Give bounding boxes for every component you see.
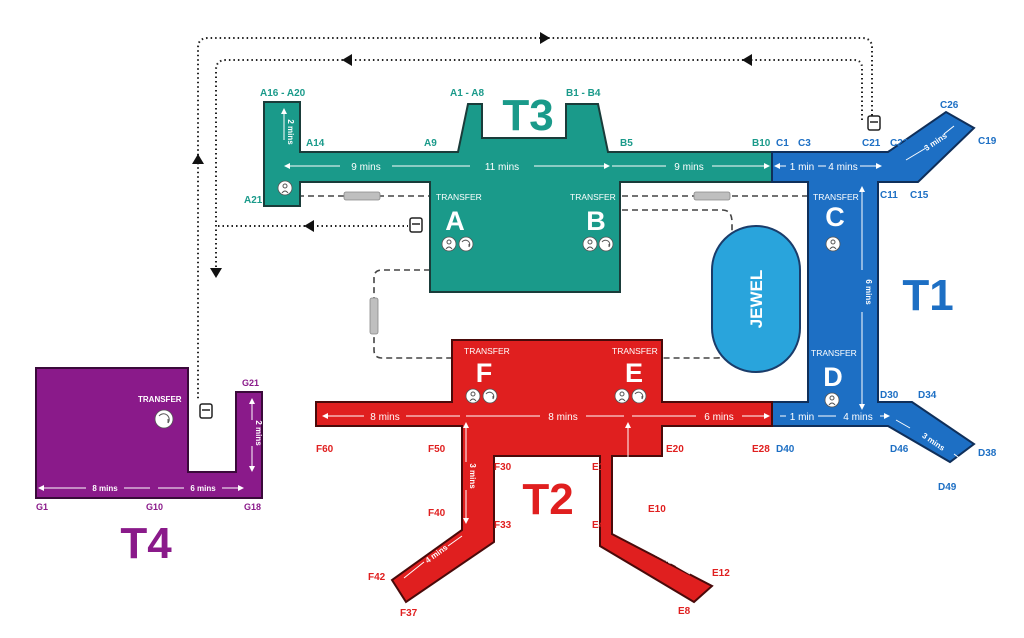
- transfer-icons: [154, 180, 841, 429]
- gate-label: E4: [592, 520, 605, 531]
- gate-label: D46: [890, 444, 909, 455]
- gate-label: C15: [910, 190, 929, 201]
- walk-time-t1-6min: 6 mins: [864, 279, 873, 305]
- transfer-desk-icon: [154, 409, 174, 429]
- gate-label: A16 - A20: [260, 88, 306, 99]
- transfer-label-d: TRANSFER: [811, 348, 857, 358]
- terminal-3-label: T3: [502, 91, 553, 140]
- gate-label: C23: [890, 138, 909, 149]
- walk-time-t1-4min-a: 4 mins: [828, 162, 857, 173]
- walk-time-t2-3min-a: 3 mins: [468, 463, 477, 489]
- gate-label: B10: [752, 138, 771, 149]
- shuttle-direction-arrows: [192, 32, 752, 278]
- gate-label: F50: [428, 444, 446, 455]
- transfer-area-d: D: [823, 362, 843, 392]
- transfer-desk-icon: [598, 236, 614, 252]
- walk-time-t1-4min-b: 4 mins: [843, 412, 872, 423]
- walk-time-t2-8min-b: 8 mins: [548, 412, 577, 423]
- gate-label: B1 - B4: [566, 88, 601, 99]
- walk-time-t3-9min-b: 9 mins: [674, 162, 703, 173]
- jewel-building: JEWEL: [711, 225, 801, 373]
- gate-label: E1: [592, 462, 605, 473]
- gate-label: F30: [494, 462, 512, 473]
- transfer-label-a: TRANSFER: [436, 192, 482, 202]
- bus-icon: [199, 403, 213, 419]
- walk-time-t1-1min-a: 1 min: [790, 162, 814, 173]
- gate-label: F40: [428, 508, 446, 519]
- walk-time-t4-8min: 8 mins: [92, 484, 118, 493]
- gate-label: E20: [666, 444, 684, 455]
- icon-glyphs: [158, 183, 837, 424]
- gate-label: A21: [244, 195, 263, 206]
- transfer-desk-icon: [631, 388, 647, 404]
- transfer-label-c: TRANSFER: [813, 192, 859, 202]
- walk-time-t4-2min: 2 mins: [254, 420, 263, 446]
- gate-label: E8: [678, 606, 691, 617]
- gate-label: C3: [798, 138, 811, 149]
- walk-time-t3-2min: 2 mins: [286, 119, 295, 145]
- gate-label: D38: [978, 448, 997, 459]
- gate-label: C19: [978, 136, 997, 147]
- gate-label: F60: [316, 444, 334, 455]
- terminal-4-building: [35, 367, 263, 499]
- gate-label: F37: [400, 608, 418, 619]
- gate-label: C26: [940, 100, 959, 111]
- transfer-area-c: C: [825, 202, 845, 232]
- gate-label: G1: [36, 502, 48, 512]
- gate-label: F42: [368, 572, 386, 583]
- terminal-4-label: T4: [120, 519, 172, 568]
- walk-time-t3-11min: 11 mins: [485, 162, 519, 173]
- walk-time-t1-1min-b: 1 min: [790, 412, 814, 423]
- transfer-area-b: B: [586, 206, 606, 236]
- terminal-2-label: T2: [522, 475, 573, 524]
- gate-label: D49: [938, 482, 957, 493]
- walk-time-lines: [42, 112, 963, 579]
- terminal-1-label: T1: [902, 271, 953, 320]
- transfer-area-f: F: [476, 358, 493, 388]
- transfer-label-e: TRANSFER: [612, 346, 658, 356]
- transfer-area-a: A: [445, 206, 465, 236]
- transfer-desk-icon: [482, 388, 498, 404]
- jewel-label: JEWEL: [747, 270, 766, 329]
- gate-label: C21: [862, 138, 881, 149]
- bus-icon: [867, 115, 881, 131]
- gate-label: D34: [918, 390, 937, 401]
- gate-label: E28: [752, 444, 770, 455]
- gate-label: B5: [620, 138, 633, 149]
- bus-icon: [409, 217, 423, 233]
- transfer-label-f: TRANSFER: [464, 346, 510, 356]
- walk-time-t3-9min-a: 9 mins: [351, 162, 380, 173]
- transfer-area-e: E: [625, 358, 643, 388]
- gate-label: A9: [424, 138, 437, 149]
- gate-label: G10: [146, 502, 163, 512]
- bus-stop-icons: [199, 115, 881, 419]
- walk-time-t2-6min: 6 mins: [704, 412, 733, 423]
- gate-label: C11: [880, 190, 898, 201]
- gate-label: E12: [712, 568, 730, 579]
- gate-label: G21: [242, 378, 259, 388]
- terminal-3-building: [263, 101, 773, 293]
- terminal-2-building: [315, 339, 773, 604]
- gate-label: D30: [880, 390, 899, 401]
- transfer-label-t4: TRANSFER: [138, 395, 182, 404]
- gate-label: D40: [776, 444, 795, 455]
- walk-time-t2-3min-b: 3 mins: [630, 463, 639, 489]
- gate-label: C1: [776, 138, 789, 149]
- gate-label: A1 - A8: [450, 88, 485, 99]
- transfer-label-b: TRANSFER: [570, 192, 616, 202]
- walk-time-t4-6min: 6 mins: [190, 484, 216, 493]
- gate-label: G18: [244, 502, 261, 512]
- walk-time-t2-8min-a: 8 mins: [370, 412, 399, 423]
- gate-label: E10: [648, 504, 666, 515]
- transfer-desk-icon: [458, 236, 474, 252]
- terminal-1-building: [771, 110, 976, 464]
- gate-label: A14: [306, 138, 325, 149]
- walk-arrowheads: [38, 108, 890, 524]
- gate-label: F33: [494, 520, 512, 531]
